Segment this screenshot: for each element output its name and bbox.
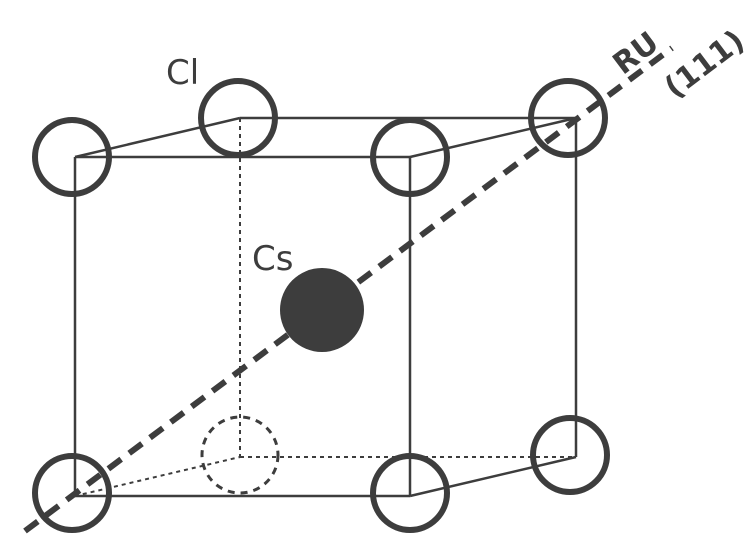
edge-bottom-right xyxy=(409,455,577,498)
direction-index-label: (111) xyxy=(658,23,750,105)
cl-ion-hidden xyxy=(200,415,280,495)
cl-ions xyxy=(32,78,610,533)
cl-label: Cl xyxy=(166,53,199,93)
direction-code-label: RU xyxy=(607,25,666,82)
edge-top-left xyxy=(74,116,241,159)
cl-ion-front-top-left xyxy=(32,117,112,197)
cl-ion-front-top-right xyxy=(370,117,450,197)
cl-ion-back-top-left xyxy=(198,78,278,158)
cl-ion-front-bottom-left xyxy=(32,453,112,533)
direction-label: RU (111) xyxy=(607,23,750,105)
cs-ion xyxy=(280,268,364,352)
edge-top-right xyxy=(409,116,577,159)
visible-edges xyxy=(73,116,578,498)
cs-label: Cs xyxy=(252,239,293,279)
cl-ion-front-bottom-right xyxy=(370,453,450,533)
cl-ion-back-bottom-right xyxy=(530,415,610,495)
cl-ion-back-top-right xyxy=(528,78,608,158)
